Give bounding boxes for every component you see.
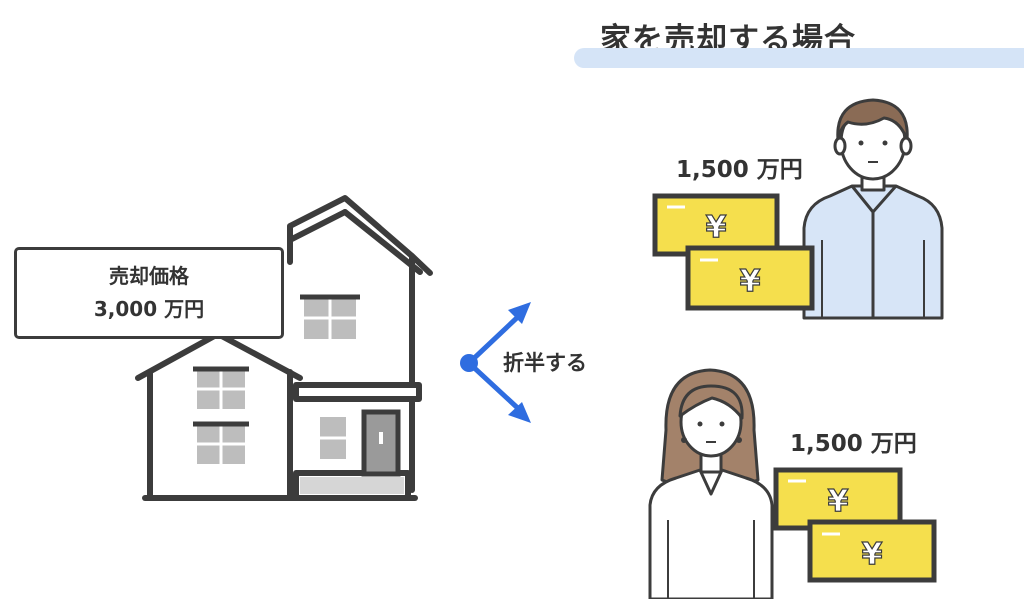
man-share-amount: 1,500 万円	[676, 157, 803, 183]
sale-price-label: 売却価格	[109, 264, 189, 288]
man-avatar	[802, 98, 944, 320]
title-underline-bar	[574, 48, 1024, 68]
sale-price-box: 売却価格 3,000 万円	[14, 247, 284, 339]
banknote-stack-man: ¥ ¥	[652, 193, 815, 311]
door-icon	[361, 409, 401, 477]
yen-icon: ¥	[862, 537, 883, 572]
yen-icon: ¥	[706, 210, 727, 245]
window-mullions	[197, 297, 356, 464]
split-label: 折半する	[503, 351, 587, 375]
yen-icon: ¥	[828, 484, 849, 519]
banknote-stack-woman: ¥ ¥	[773, 467, 937, 583]
arrow-down-right-icon	[508, 402, 531, 423]
woman-avatar	[648, 368, 774, 599]
arrow-up-right-icon	[508, 302, 531, 324]
window-frames	[193, 294, 360, 427]
split-arrows	[460, 302, 531, 423]
sale-price-amount: 3,000 万円	[93, 297, 205, 321]
woman-share-amount: 1,500 万円	[790, 431, 917, 457]
yen-icon: ¥	[740, 264, 761, 299]
